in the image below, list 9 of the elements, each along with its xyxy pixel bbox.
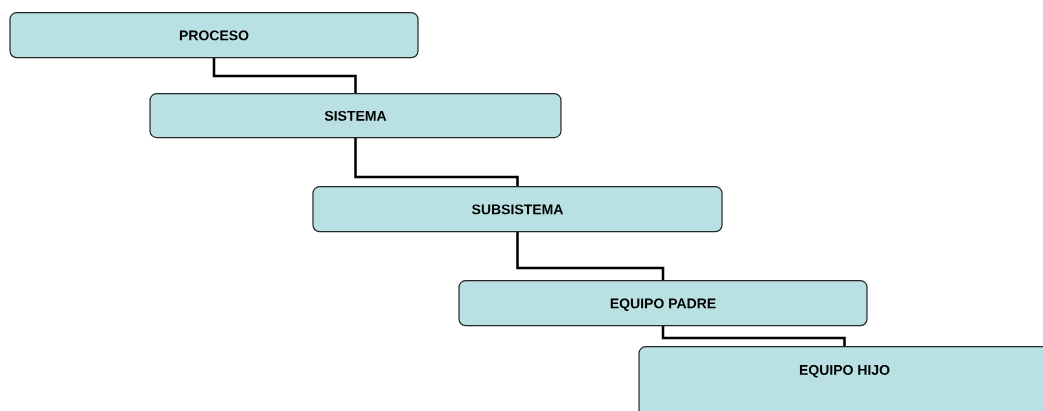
process-box: EQUIPO PADRE	[458, 280, 868, 327]
process-box: SISTEMA	[149, 93, 562, 139]
connector-line	[661, 325, 846, 346]
connector-line	[354, 137, 519, 186]
process-box: EQUIPO HIJO	[638, 346, 1043, 411]
process-box: SUBSISTEMA	[312, 186, 723, 233]
process-box: PROCESO	[9, 12, 419, 59]
connector-line	[212, 57, 357, 93]
connector-line	[516, 231, 665, 280]
